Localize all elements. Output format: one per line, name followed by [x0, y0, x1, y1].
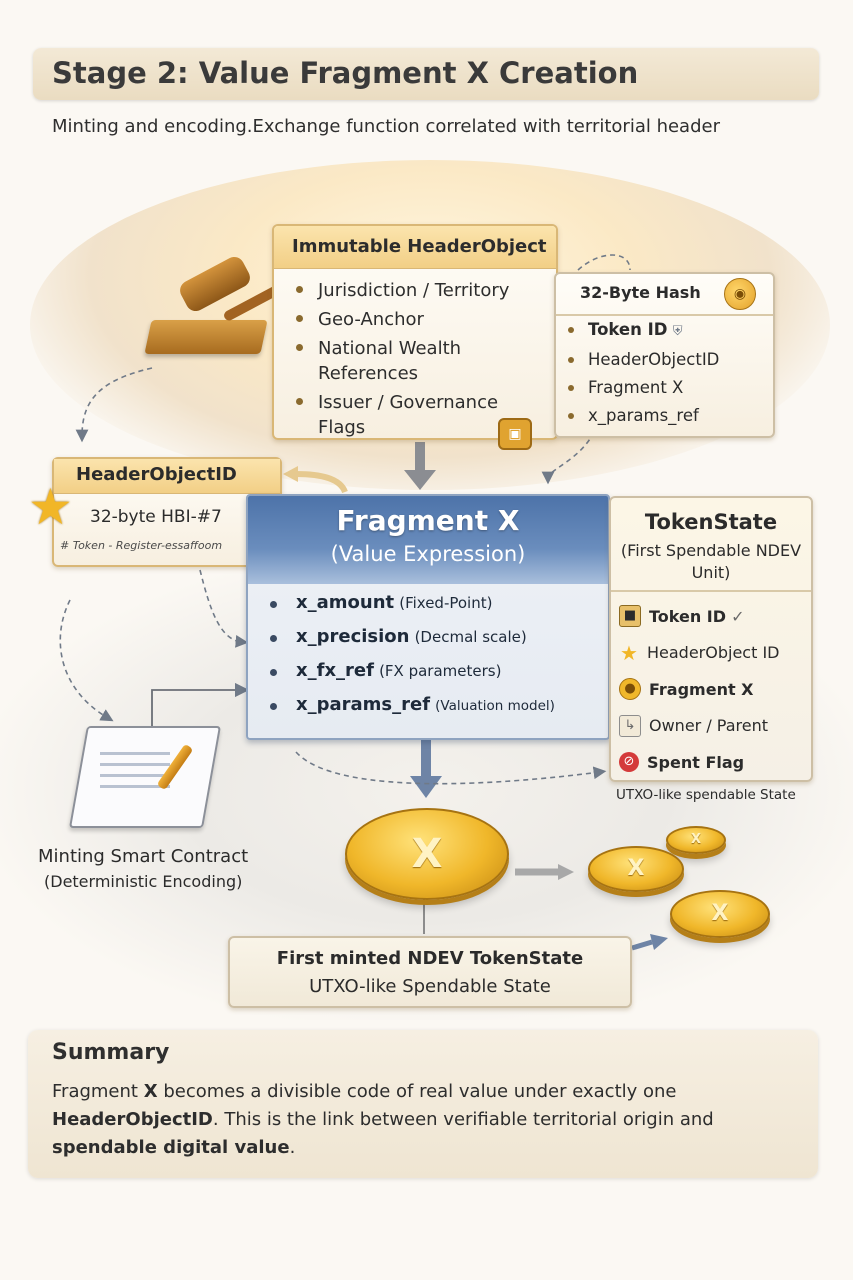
list-item: Jurisdiction / Territory	[296, 278, 546, 303]
list-item: x_precision (Decmal scale)	[270, 626, 608, 660]
list-item: x_amount (Fixed-Point)	[270, 592, 608, 626]
chip-icon: ▣	[498, 418, 532, 450]
page-subtitle: Minting and encoding.Exchange function c…	[52, 116, 720, 137]
list-item: HeaderObjectID	[568, 346, 719, 374]
dashed-hash-loop	[577, 254, 631, 271]
summary-panel: Summary Fragment X becomes a divisible c…	[28, 1030, 818, 1178]
list-item: Issuer / Governance Flags	[296, 390, 546, 440]
contract-label: Minting Smart Contract	[38, 846, 249, 867]
page-title: Stage 2: Value Fragment X Creation	[52, 56, 639, 90]
minted-title: First minted NDEV TokenState	[276, 948, 584, 969]
owner-icon: ↳	[619, 714, 641, 737]
dashed-fragment-to-token	[295, 751, 607, 785]
edit-badge-icon: ✓	[731, 606, 745, 626]
token-state-subtitle: (First Spendable NDEV Unit)	[620, 541, 802, 582]
coin-icon: ●	[619, 678, 641, 701]
dashed-hoid-to-fragment	[199, 569, 249, 648]
dashed-gavel-to-hoid	[75, 367, 153, 443]
header-object-title: Immutable HeaderObject	[292, 236, 547, 257]
divider	[611, 590, 811, 592]
minted-state-card: First minted NDEV TokenState UTXO-like S…	[228, 936, 632, 1008]
fragment-x-head	[248, 496, 608, 584]
header-object-id-card: HeaderObjectID 32-byte HBI-#7 # Token - …	[52, 457, 282, 567]
shield-icon: ⛨	[672, 324, 683, 339]
header-object-id-value: 32-byte HBI-#7	[90, 507, 222, 527]
list-item: Geo-Anchor	[296, 307, 546, 332]
header-object-card: Immutable HeaderObject Jurisdiction / Te…	[272, 224, 558, 450]
fragment-x-params: x_amount (Fixed-Point) x_precision (Decm…	[270, 592, 608, 728]
line-contract-to-fragment	[151, 682, 250, 728]
list-item: ⊘Spent Flag	[619, 744, 814, 781]
token-state-card: TokenState (First Spendable NDEV Unit) ■…	[609, 496, 813, 782]
dashed-left-to-contract	[59, 599, 114, 722]
contract-subtitle: (Deterministic Encoding)	[44, 872, 243, 891]
hash-title: 32-Byte Hash	[580, 283, 701, 302]
coin-icon: X	[670, 890, 770, 938]
arrow-fragment-to-hoid	[295, 471, 348, 494]
hash-card: 32-Byte Hash ◉ Token ID ⛨ HeaderObjectID…	[554, 272, 775, 438]
token-state-title: TokenState	[644, 510, 778, 534]
list-item: ↳Owner / Parent	[619, 708, 814, 745]
header-object-id-note: # Token - Register-essaffoom	[60, 539, 223, 552]
list-item: National Wealth References	[296, 336, 546, 386]
fragment-x-subtitle: (Value Expression)	[330, 542, 526, 566]
header-object-head	[274, 226, 556, 269]
token-state-caption: UTXO-like spendable State	[616, 787, 796, 803]
token-state-list: ■Token ID ✓ ★HeaderObject ID ●Fragment X…	[619, 598, 814, 781]
title-banner	[33, 48, 819, 100]
header-object-id-head	[54, 459, 280, 494]
dashed-hash-to-token	[541, 431, 595, 485]
fragment-x-title: Fragment X	[336, 504, 520, 537]
summary-text: Fragment X becomes a divisible code of r…	[52, 1081, 714, 1158]
list-item: ■Token ID ✓	[619, 598, 814, 635]
header-object-list: Jurisdiction / Territory Geo-Anchor Nati…	[296, 278, 546, 444]
header-object-id-title: HeaderObjectID	[76, 464, 237, 485]
divider	[556, 314, 773, 316]
coin-icon: X	[666, 826, 726, 854]
list-item: Fragment X	[568, 374, 719, 402]
no-entry-icon: ⊘	[619, 752, 639, 773]
minted-subtitle: UTXO-like Spendable State	[309, 976, 551, 997]
star-icon: ★	[620, 640, 638, 665]
arrow-minted-to-coin	[631, 939, 653, 951]
hash-list: Token ID ⛨ HeaderObjectID Fragment X x_p…	[568, 316, 719, 430]
list-item: Token ID ⛨	[568, 316, 719, 346]
fragment-x-card: Fragment X (Value Expression) x_amount (…	[246, 494, 610, 740]
star-icon: ★	[28, 478, 73, 536]
id-card-icon: ■	[619, 605, 641, 628]
lock-icon: ◉	[724, 278, 756, 310]
list-item: x_fx_ref (FX parameters)	[270, 660, 608, 694]
list-item: ●Fragment X	[619, 671, 814, 708]
list-item: x_params_ref	[568, 402, 719, 430]
summary-title: Summary	[52, 1040, 170, 1065]
list-item: ★HeaderObject ID	[620, 640, 780, 665]
coin-icon: X	[588, 846, 684, 892]
list-item: x_params_ref (Valuation model)	[270, 694, 608, 728]
gavel-icon	[144, 320, 268, 354]
coin-icon: X	[345, 808, 509, 900]
